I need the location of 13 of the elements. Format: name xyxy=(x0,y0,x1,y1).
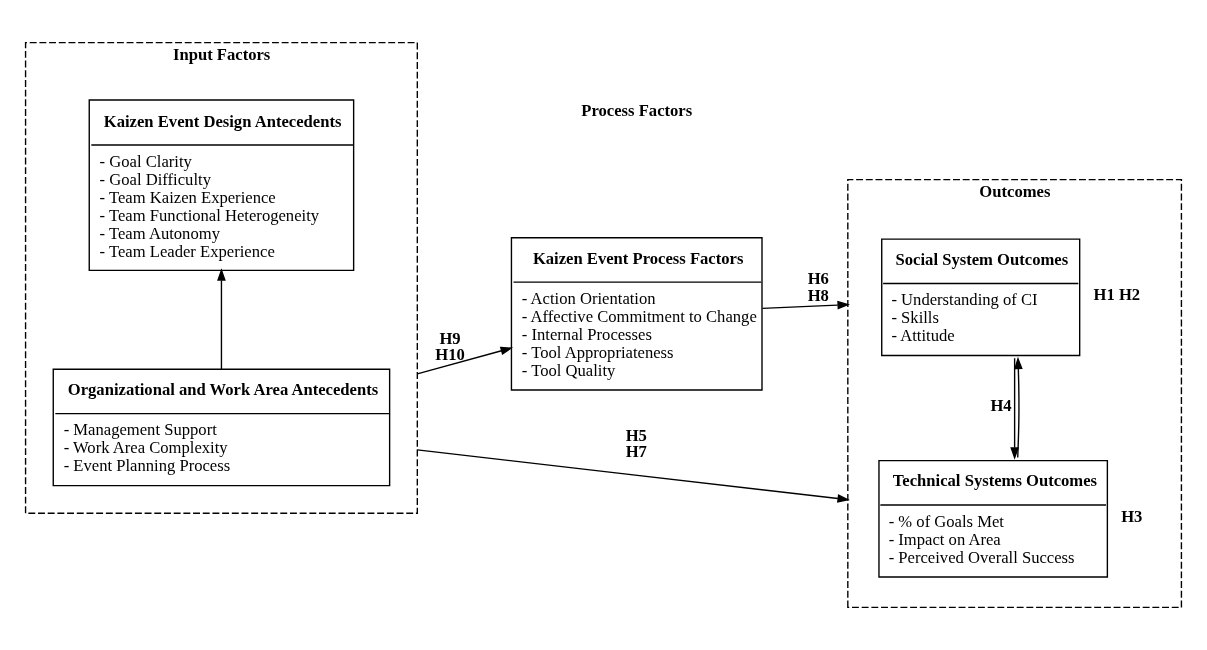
arrow xyxy=(761,300,850,310)
node-label: H3 xyxy=(1121,506,1143,526)
arrow xyxy=(416,346,513,375)
edge-label: H9 H10 xyxy=(435,328,465,365)
arrow xyxy=(1010,357,1019,460)
edge-label: H4 xyxy=(990,395,1012,415)
node-label: H1 H2 xyxy=(1093,285,1141,305)
arrow xyxy=(416,449,850,503)
edge-label: H6 H8 xyxy=(807,269,829,305)
arrow xyxy=(1014,356,1023,459)
edge-label: H5 H7 xyxy=(625,425,647,462)
label: Process Factors xyxy=(581,101,693,121)
arrow xyxy=(217,268,226,370)
